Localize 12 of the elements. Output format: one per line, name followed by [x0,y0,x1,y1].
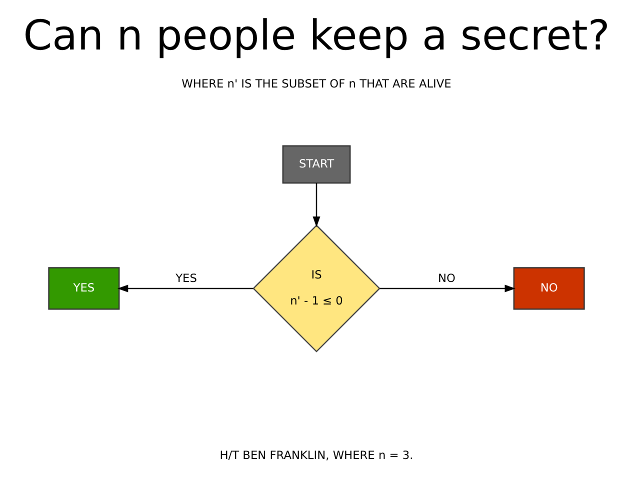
edge-label: NO [438,271,455,286]
node-box: YES [48,267,120,310]
diagram-title: Can n people keep a secret? [22,12,610,60]
label: H/T BEN FRANKLIN, WHERE n = 3. [219,448,413,462]
arrow [116,284,253,292]
arrow [379,284,516,292]
node-diamond: IS n' - 1 ≤ 0 [252,224,380,352]
arrow [312,183,320,228]
edge-label: YES [175,271,196,286]
node-box: START [282,145,350,184]
label: WHERE n' IS THE SUBSET OF n THAT ARE ALIVE [181,76,451,91]
node-box: NO [512,267,584,310]
